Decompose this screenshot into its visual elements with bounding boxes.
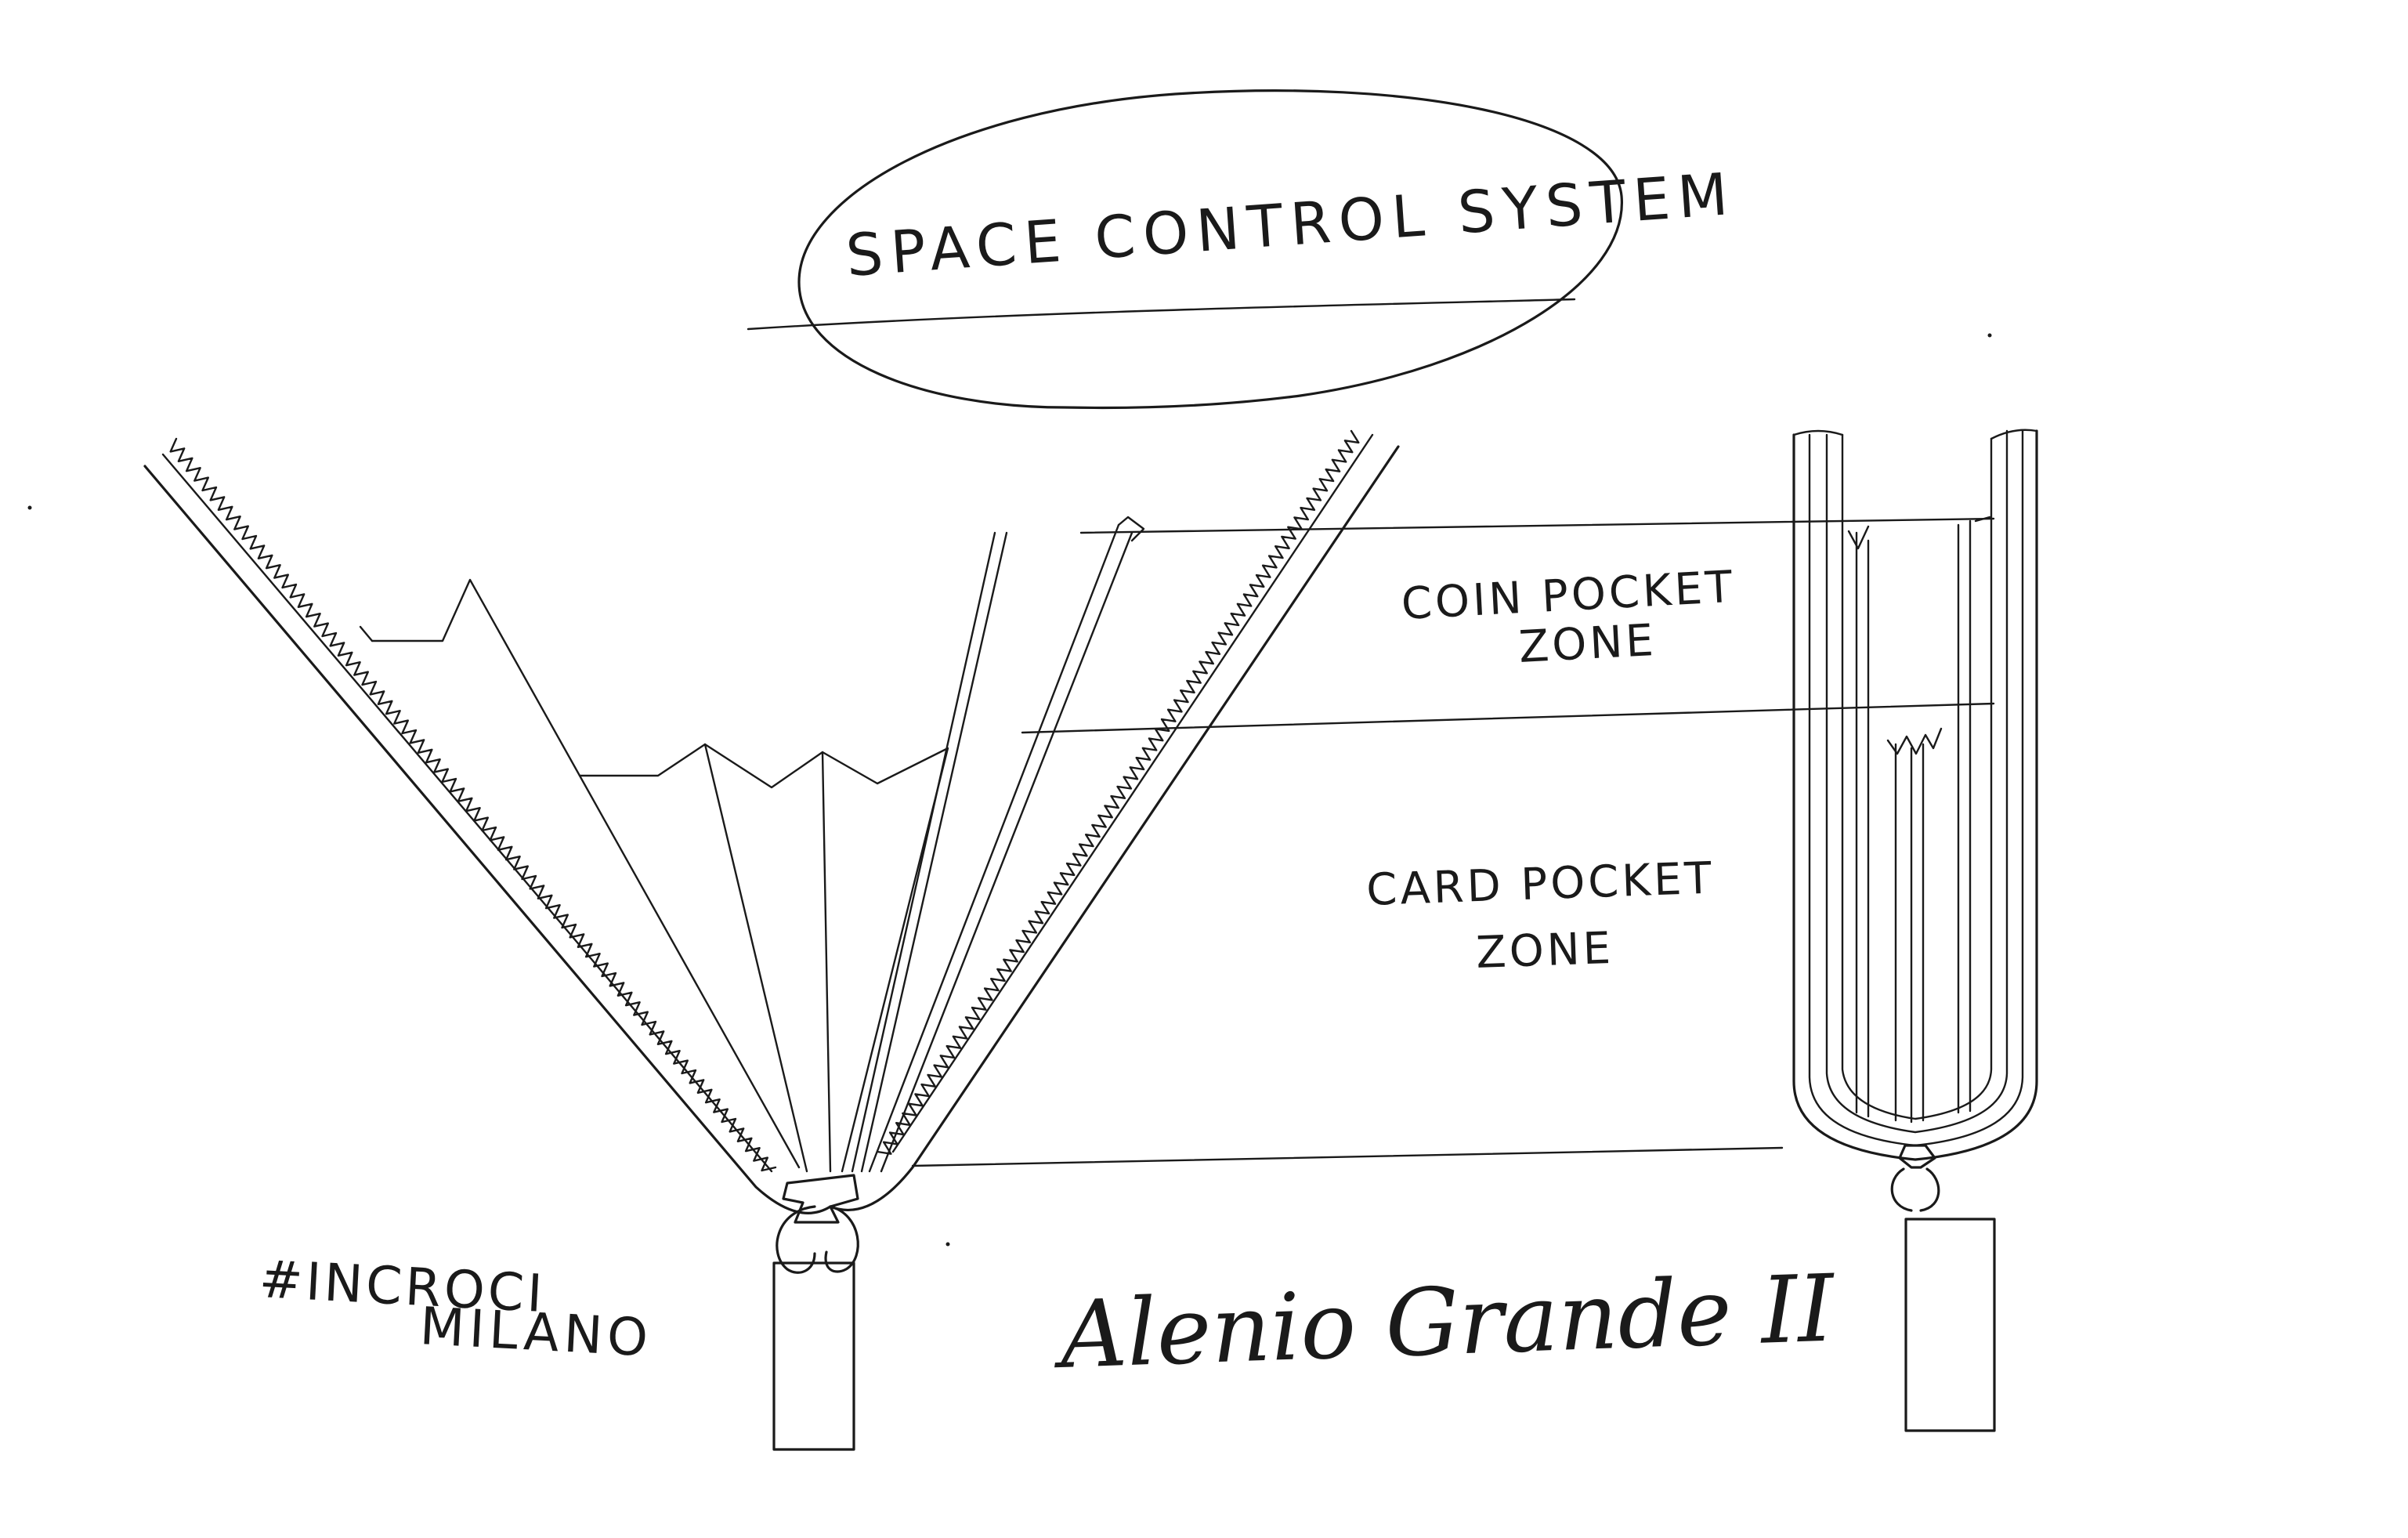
closed-zipper-ring: [1890, 1167, 1940, 1212]
right-outer-panel-inner: [891, 433, 1374, 1153]
closed-wallet-drawing: [1792, 429, 2038, 1432]
coin-sheet-1: [851, 531, 1008, 1173]
card-divider-2: [578, 743, 808, 1173]
zone-labels: COIN POCKET ZONE CARD POCKET ZONE: [1365, 562, 1737, 979]
coin-sheet-2: [868, 523, 1133, 1173]
closed-shell-layer-3: [1825, 429, 2008, 1134]
zipper-ring-right: [824, 1205, 859, 1273]
title-group: SPACE CONTROL SYSTEM: [747, 89, 1737, 410]
closed-zipper-slider: [1898, 1144, 1936, 1169]
brand-group: #INCROCI MILANO: [258, 1249, 654, 1368]
card-divider-3: [703, 743, 832, 1173]
zipper-pull-tab: [772, 1261, 855, 1451]
closed-shell-top-caps: [1792, 429, 2038, 440]
zipper-ring-left: [776, 1205, 816, 1274]
closed-coin-zigzag: [1847, 525, 1870, 550]
paper-speck-3: [945, 1242, 950, 1247]
paper-speck-1: [27, 505, 32, 510]
brand-line1: #INCROCI: [258, 1249, 547, 1324]
title-oval: [797, 89, 1623, 410]
card-divider-1-top: [359, 625, 374, 642]
left-outer-panel: [143, 465, 832, 1214]
open-wallet-drawing: [143, 429, 1995, 1451]
closed-inner-sheet-1: [1855, 531, 1870, 1118]
page-title: SPACE CONTROL SYSTEM: [844, 161, 1737, 290]
card-zone-label-line1: CARD POCKET: [1365, 853, 1716, 916]
closed-inner-sheet-2: [1957, 516, 1991, 1114]
closed-zipper-pull-tab: [1904, 1218, 1996, 1432]
coin-zone-label-line2: ZONE: [1517, 615, 1658, 673]
card-zone-label-line2: ZONE: [1475, 923, 1614, 979]
brand-line2: MILANO: [418, 1296, 654, 1368]
card-divider-4: [821, 747, 949, 1173]
closed-shell-layer-4: [1841, 433, 1993, 1120]
closed-outer-shell: [1792, 429, 2038, 1161]
closed-card-divider: [1894, 743, 1925, 1124]
title-underline: [747, 298, 1576, 331]
paper-speck-2: [1987, 333, 1992, 338]
card-zone-bottom-pointer: [911, 1146, 1784, 1167]
right-zipper-teeth: [876, 429, 1360, 1155]
coin-sheet-2-cap: [1117, 516, 1145, 542]
card-divider-1: [371, 578, 801, 1169]
designer-signature: Alenio Grande II: [1051, 1254, 1838, 1389]
zipper-slider: [782, 1174, 859, 1224]
coin-zone-bottom-pointer: [1021, 702, 1995, 734]
coin-zone-top-pointer: [1079, 517, 1995, 534]
left-outer-panel-inner: [161, 453, 773, 1173]
closed-card-zigzag: [1886, 727, 1943, 755]
left-zipper-teeth: [169, 437, 777, 1172]
